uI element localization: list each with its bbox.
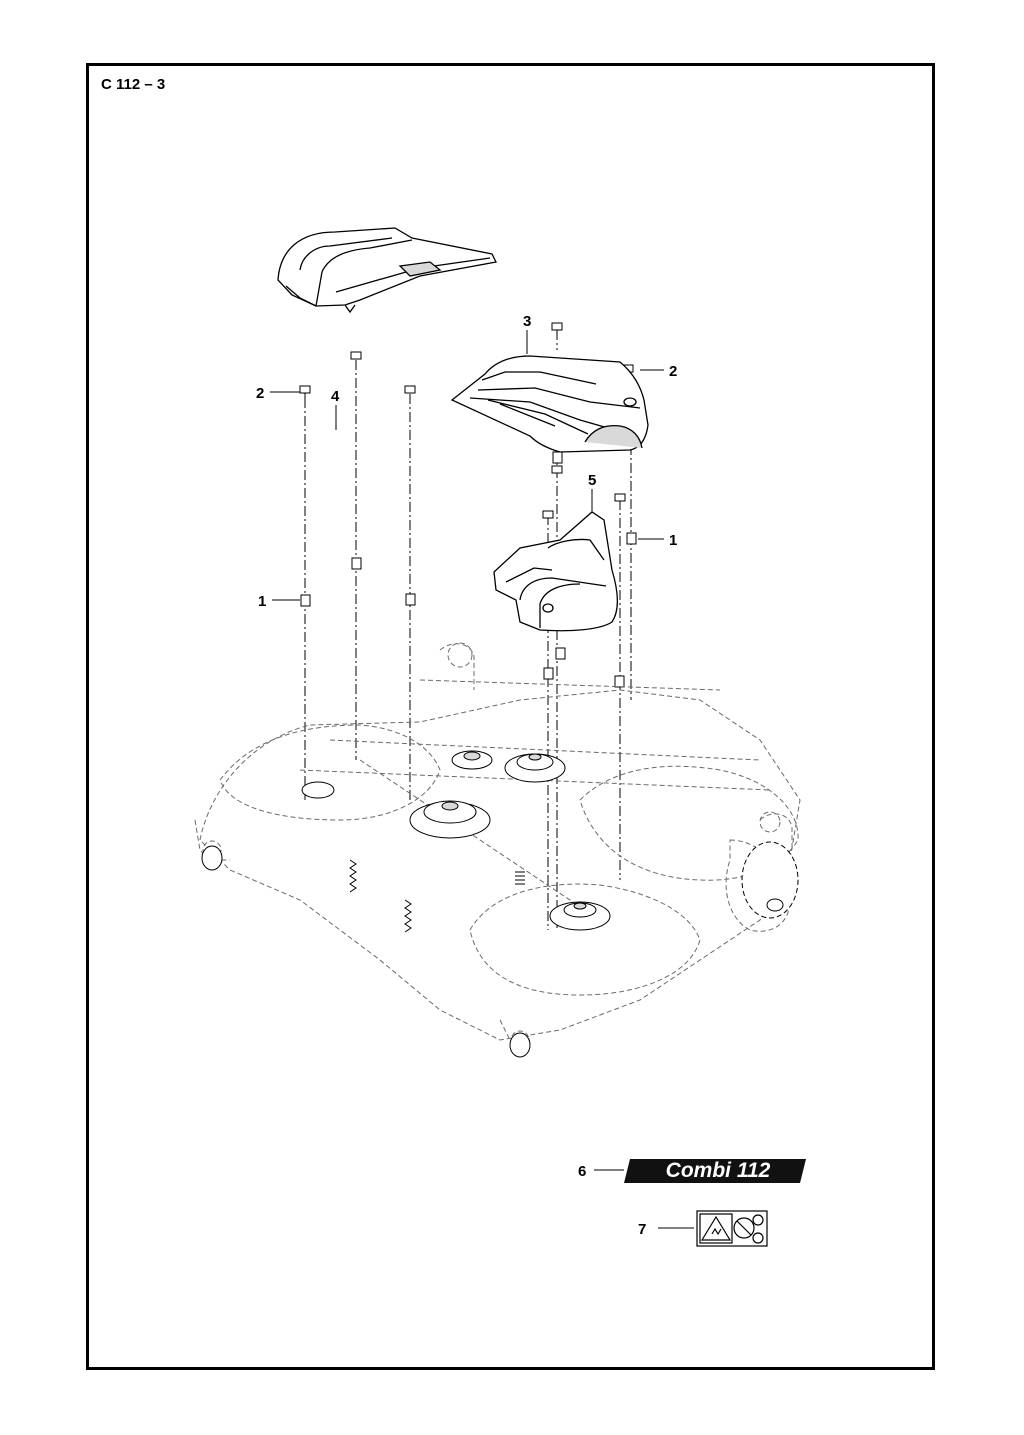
nut-5c bbox=[614, 675, 625, 688]
decal-part-7 bbox=[696, 1210, 768, 1247]
belt-cover-part-5 bbox=[493, 511, 618, 632]
callout-3: 3 bbox=[523, 313, 532, 330]
springs bbox=[349, 859, 525, 933]
screw-5a bbox=[551, 465, 563, 474]
top-cover-part-3 bbox=[450, 355, 649, 453]
nut-5b bbox=[555, 647, 566, 660]
callout-1-right: 1 bbox=[669, 532, 678, 549]
wheels bbox=[201, 841, 799, 1058]
page-frame bbox=[86, 63, 935, 1370]
warning-triangle-icon bbox=[700, 1215, 732, 1241]
leader-lines bbox=[270, 330, 694, 1229]
page-code: C 112 – 3 bbox=[101, 76, 166, 93]
belt-cover-part-4 bbox=[277, 227, 497, 314]
callout-2-right: 2 bbox=[669, 363, 678, 380]
nut-4a bbox=[351, 557, 362, 570]
nut-3a bbox=[552, 451, 563, 464]
screw-5b bbox=[542, 510, 554, 519]
nut-4b bbox=[405, 593, 416, 606]
fasteners bbox=[299, 322, 637, 688]
screw-5c bbox=[614, 493, 626, 502]
model-label-decal-text: Combi 112 bbox=[665, 1159, 771, 1182]
nut-5a bbox=[543, 667, 554, 680]
nut-1-left bbox=[300, 594, 311, 607]
screw-top-3 bbox=[551, 322, 563, 331]
mower-deck bbox=[194, 642, 801, 1050]
callout-7: 7 bbox=[638, 1221, 647, 1238]
callout-1-left: 1 bbox=[258, 593, 267, 610]
screw-top-4 bbox=[350, 351, 362, 360]
decal-part-6 bbox=[624, 1159, 806, 1183]
callout-5: 5 bbox=[588, 472, 597, 489]
screw-2-left bbox=[299, 385, 311, 400]
callout-4: 4 bbox=[331, 388, 340, 405]
pulleys bbox=[301, 750, 611, 931]
screw-top-4b bbox=[404, 385, 416, 394]
callout-2-left: 2 bbox=[256, 385, 265, 402]
callout-6: 6 bbox=[578, 1163, 587, 1180]
nut-1-right bbox=[626, 532, 637, 545]
